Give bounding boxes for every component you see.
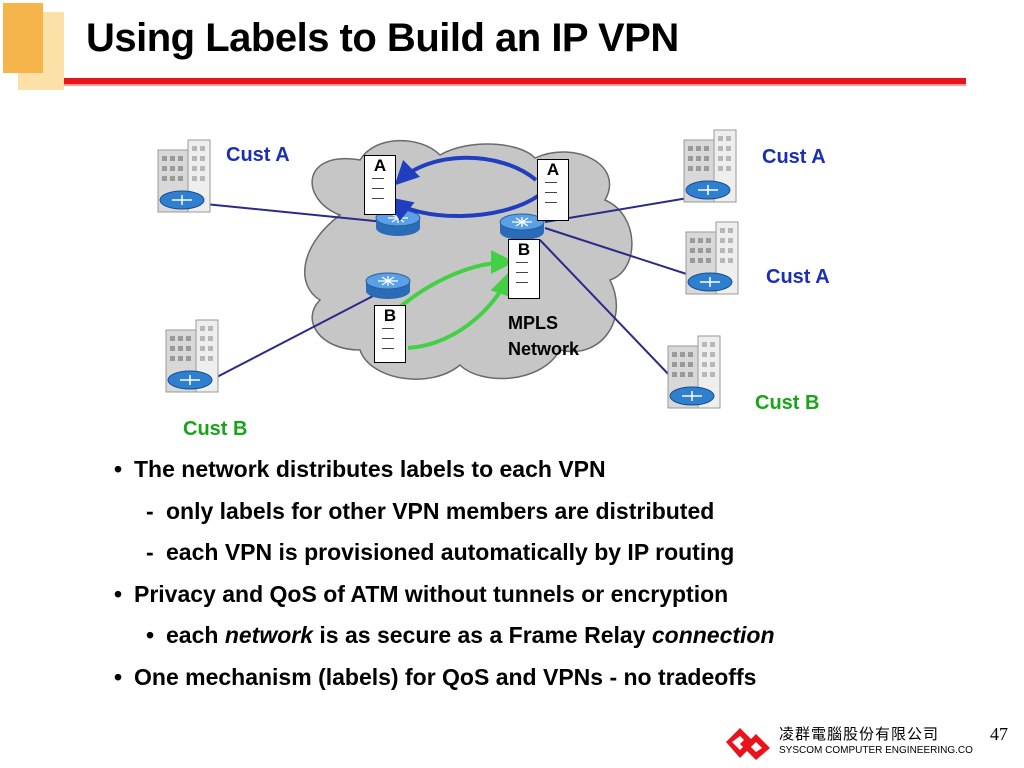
bullet-text: each VPN is provisioned automatically by…	[166, 539, 735, 565]
bullet-marker: •	[146, 622, 155, 648]
bullet-marker: •	[114, 580, 123, 607]
bullet-item: • Privacy and QoS of ATM without tunnels …	[114, 577, 775, 619]
vpn-a-label-arrow-upper	[394, 155, 538, 186]
table-row-marker	[372, 178, 384, 186]
link-cust-a-top-left	[204, 203, 386, 223]
cust-label-bottom-left: Cust B	[183, 418, 248, 440]
bullet-marker: •	[114, 456, 123, 482]
company-name-chinese: 凌群電腦股份有限公司	[779, 725, 940, 743]
label-table-letter: B	[517, 240, 531, 259]
sub-bullet-item: • each network is as secure as a Frame Re…	[114, 618, 775, 660]
mpls-label-line1: MPLS	[508, 313, 559, 333]
building-cust-b-bottom-left	[165, 319, 219, 393]
table-row-marker	[382, 328, 394, 336]
bullet-text: only labels for other VPN members are di…	[166, 497, 715, 524]
bullet-text-part: each	[166, 622, 225, 648]
vpn-a-label-arrow-lower	[388, 194, 540, 222]
building-cust-a-top-right	[683, 129, 737, 203]
bullet-list: • The network distributes labels to each …	[114, 452, 775, 701]
title-underline	[64, 78, 966, 84]
cust-label-top-right: Cust A	[762, 146, 826, 168]
label-table-b-right: B	[508, 239, 540, 299]
title-underline-shadow	[64, 84, 966, 86]
bullet-item: • One mechanism (labels) for QoS and VPNs…	[114, 660, 775, 702]
building-cust-a-mid-right	[685, 221, 739, 295]
label-table-letter: A	[546, 160, 560, 179]
bullet-text: The network distributes labels to each V…	[134, 456, 606, 482]
table-row-marker	[516, 272, 528, 280]
bullet-text-italic: connection	[651, 622, 775, 648]
vpn-b-label-arrow-lower	[407, 271, 514, 350]
cust-label-mid-right: Cust A	[766, 266, 830, 288]
company-name-english: SYSCOM COMPUTER ENGINEERING.CO	[779, 745, 973, 756]
label-table-letter: B	[383, 306, 397, 325]
page-number: 47	[990, 724, 1008, 744]
mpls-cloud	[304, 139, 633, 380]
bullet-text-part: is as secure as a Frame Relay	[313, 622, 652, 648]
table-row-marker	[516, 282, 528, 290]
company-logo-icon	[726, 728, 770, 760]
table-row-marker	[372, 198, 384, 206]
sub-bullet-item: -only labels for other VPN members are d…	[114, 494, 775, 536]
cust-label-bottom-right: Cust B	[755, 392, 820, 414]
slide-title: Using Labels to Build an IP VPN	[86, 16, 679, 60]
mpls-label-line2: Network	[508, 339, 580, 359]
bullet-marker: •	[114, 663, 123, 690]
link-cust-a-mid-right	[544, 227, 706, 281]
table-row-marker	[372, 188, 384, 196]
sub-bullet-item: -each VPN is provisioned automatically b…	[114, 535, 775, 577]
bullet-marker: -	[146, 497, 154, 524]
link-cust-b-bottom-left	[214, 294, 376, 379]
bullet-item: • The network distributes labels to each …	[114, 452, 775, 494]
bullet-text: Privacy and QoS of ATM without tunnels o…	[134, 580, 729, 607]
bullet-text-italic: network	[224, 622, 314, 648]
bullet-marker: -	[146, 539, 154, 565]
table-row-marker	[516, 262, 528, 270]
link-cust-b-bottom-right	[539, 239, 673, 379]
router-pe-bottom-left	[365, 272, 411, 300]
label-table-a-right: A	[537, 159, 569, 221]
table-row-marker	[382, 338, 394, 346]
table-row-marker	[545, 182, 557, 190]
mpls-network-label: MPLS Network	[508, 310, 579, 362]
table-row-marker	[545, 202, 557, 210]
decorative-square	[3, 3, 43, 73]
link-cust-a-top-right	[544, 195, 701, 223]
building-cust-a-top-left	[157, 139, 211, 213]
label-table-letter: A	[373, 156, 387, 175]
vpn-diagram	[157, 129, 739, 409]
building-cust-b-bottom-right	[667, 335, 721, 409]
bullet-text: One mechanism (labels) for QoS and VPNs …	[134, 663, 757, 690]
table-row-marker	[382, 348, 394, 356]
label-table-a-left: A	[364, 155, 396, 215]
table-row-marker	[545, 192, 557, 200]
cust-label-top-left: Cust A	[226, 144, 290, 166]
label-table-b-left: B	[374, 305, 406, 363]
